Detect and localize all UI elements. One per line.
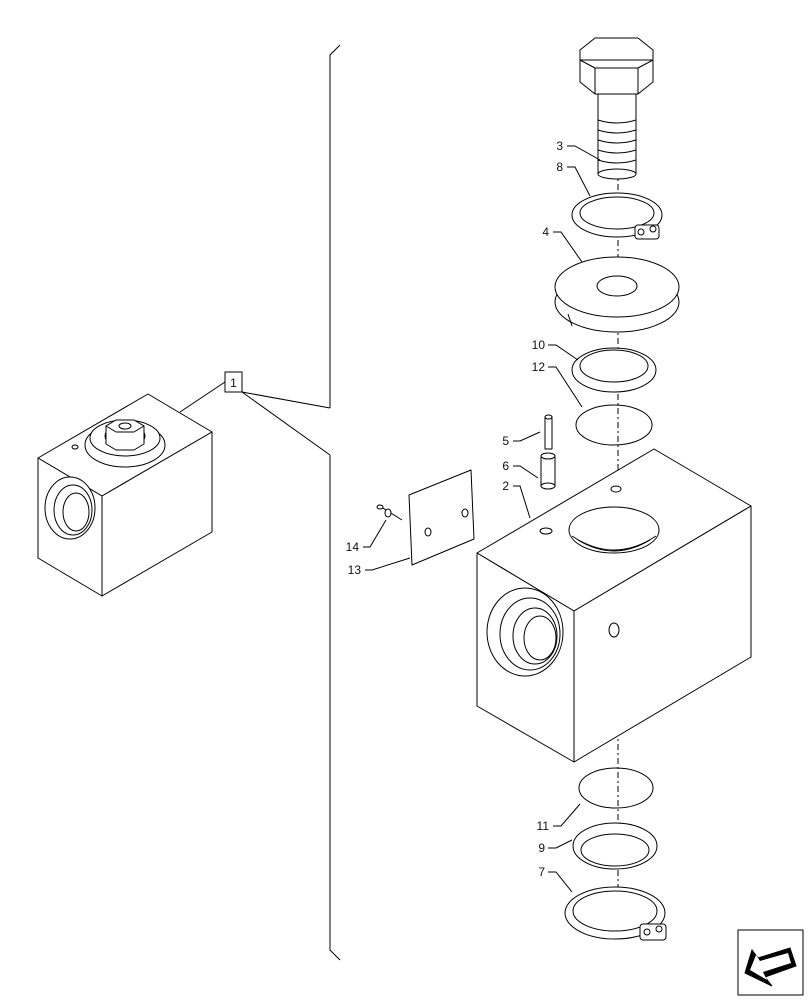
callout-9: 9: [538, 841, 545, 855]
callout-13: 13: [348, 563, 362, 577]
callout-11: 11: [537, 819, 550, 833]
assembly-block-overview: [37, 393, 213, 597]
arrow-back-icon[interactable]: [737, 929, 804, 996]
callout-5: 5: [502, 434, 509, 448]
part-11-o-ring: [578, 767, 654, 809]
callout-4: 4: [542, 225, 549, 239]
callout-8: 8: [556, 160, 563, 174]
callout-3: 3: [556, 139, 563, 153]
part-3-bolt: [579, 37, 654, 180]
callout-1: 1: [230, 376, 237, 390]
part-10-ring: [571, 347, 657, 393]
part-12-o-ring: [575, 404, 653, 446]
assembly-callout-group: 1: [179, 44, 341, 961]
part-13-plate: [408, 469, 475, 566]
part-4-washer: [554, 256, 680, 333]
part-8-circlip: [571, 192, 663, 240]
callout-10: 10: [532, 338, 546, 352]
part-14-rivet: [376, 504, 403, 521]
part-5-pin: [544, 414, 553, 450]
callout-6: 6: [502, 459, 509, 473]
part-6-sleeve: [540, 452, 556, 490]
callout-7: 7: [538, 865, 545, 879]
part-9-ring: [572, 822, 658, 870]
part-2-valve-block: [476, 448, 752, 763]
leader-lines: [363, 145, 601, 893]
callout-2: 2: [502, 479, 509, 493]
callout-14: 14: [346, 540, 360, 554]
part-7-circlip: [564, 886, 667, 941]
callout-12: 12: [532, 360, 546, 374]
